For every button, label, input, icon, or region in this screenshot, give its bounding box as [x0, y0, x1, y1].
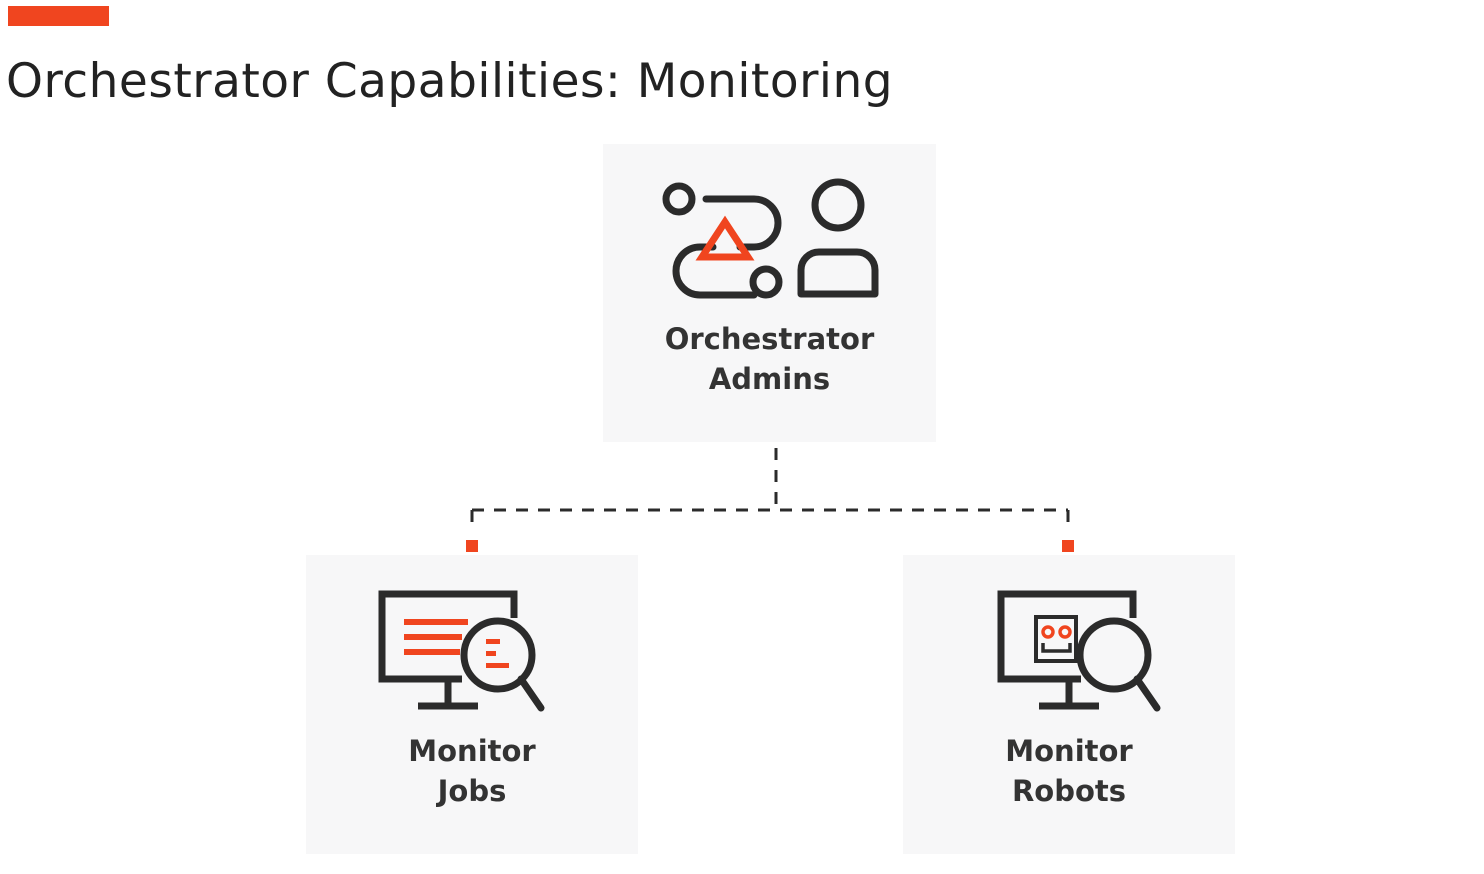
node-label-robots: Monitor Robots: [903, 731, 1235, 811]
slide-title: Orchestrator Capabilities: Monitoring: [6, 54, 894, 109]
node-label-jobs: Monitor Jobs: [306, 731, 638, 811]
accent-bar: [8, 6, 109, 26]
monitor-jobs-icon: [378, 590, 545, 712]
connector-left-endpoint: [466, 540, 478, 552]
node-label-robots-line2: Robots: [1011, 774, 1127, 808]
node-monitor-robots: Monitor Robots: [903, 555, 1235, 854]
node-label-admins-line2: Admins: [708, 362, 831, 396]
node-label-robots-line1: Monitor: [1005, 734, 1133, 768]
node-monitor-jobs: Monitor Jobs: [306, 555, 638, 854]
warning-triangle-icon: [695, 215, 755, 261]
monitor-robots-icon: [997, 590, 1161, 712]
job-list-lines: [404, 619, 509, 668]
node-label-admins-line1: Orchestrator: [664, 322, 875, 356]
node-label-admins: Orchestrator Admins: [603, 319, 936, 399]
orchestrator-admins-icon: [662, 178, 879, 299]
node-orchestrator-admins: Orchestrator Admins: [603, 144, 936, 442]
node-label-jobs-line1: Monitor: [408, 734, 536, 768]
connector-right-endpoint: [1062, 540, 1074, 552]
node-label-jobs-line2: Jobs: [437, 774, 507, 808]
robot-face-icon: [1034, 615, 1078, 663]
